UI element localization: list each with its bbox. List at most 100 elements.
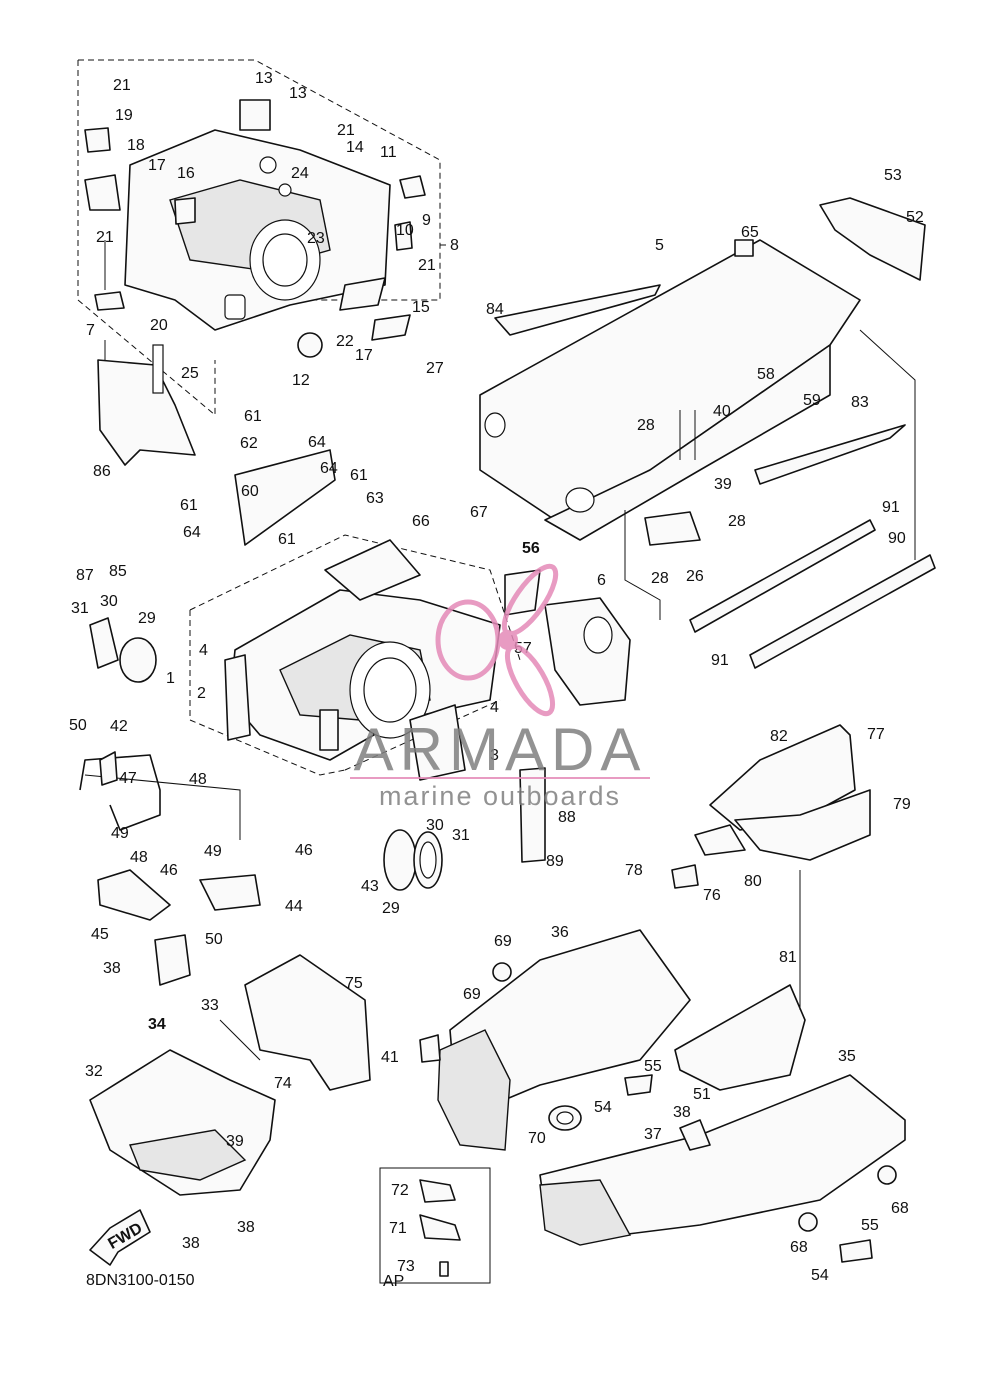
callout-55: 55 (644, 1058, 662, 1075)
callout-89: 89 (546, 853, 564, 870)
callout-66: 66 (412, 513, 430, 530)
callout-79: 79 (893, 796, 911, 813)
fwd-arrow: FWD (89, 1209, 151, 1266)
callout-50: 50 (205, 931, 223, 948)
callout-3: 3 (490, 747, 499, 764)
callout-28: 28 (651, 570, 669, 587)
callout-39: 39 (714, 476, 732, 493)
callout-71: 71 (389, 1220, 407, 1237)
callout-87: 87 (76, 567, 94, 584)
propeller-logo-icon (435, 563, 559, 717)
callout-13: 13 (255, 70, 273, 87)
callout-61: 61 (244, 408, 262, 425)
callout-43: 43 (361, 878, 379, 895)
watermark: ARMADA marine outboards (350, 563, 650, 811)
callout-27: 27 (426, 360, 444, 377)
callout-70: 70 (528, 1130, 546, 1147)
callout-4: 4 (199, 642, 208, 659)
callout-58: 58 (757, 366, 775, 383)
left-parts-group (79, 617, 261, 986)
callout-67: 67 (470, 504, 488, 521)
callout-10: 10 (396, 222, 414, 239)
bracket-7-group (97, 340, 196, 466)
callout-64: 64 (320, 460, 338, 477)
callout-34: 34 (148, 1016, 166, 1033)
callout-56: 56 (522, 540, 540, 557)
callout-83: 83 (851, 394, 869, 411)
callout-49: 49 (111, 825, 129, 842)
callout-91: 91 (882, 499, 900, 516)
callout-21: 21 (96, 229, 114, 246)
callout-1: 1 (166, 670, 175, 687)
callout-7: 7 (86, 322, 95, 339)
callout-24: 24 (291, 165, 309, 182)
callout-17: 17 (355, 347, 373, 364)
ap-label: AP (383, 1273, 404, 1290)
callout-46: 46 (295, 842, 313, 859)
callout-9: 9 (422, 212, 431, 229)
callout-labels: 1 2 3 4 4 5 6 7 8 9 10 11 12 13 13 14 15… (69, 70, 924, 1290)
callout-80: 80 (744, 873, 762, 890)
callout-29: 29 (382, 900, 400, 917)
callout-29: 29 (138, 610, 156, 627)
callout-64: 64 (183, 524, 201, 541)
callout-82: 82 (770, 728, 788, 745)
callout-85: 85 (109, 563, 127, 580)
callout-88: 88 (558, 809, 576, 826)
callout-68: 68 (891, 1200, 909, 1217)
callout-61: 61 (350, 467, 368, 484)
callout-38: 38 (103, 960, 121, 977)
callout-19: 19 (115, 107, 133, 124)
callout-52: 52 (906, 209, 924, 226)
callout-60: 60 (241, 483, 259, 500)
callout-21: 21 (337, 122, 355, 139)
callout-53: 53 (884, 167, 902, 184)
callout-55: 55 (861, 1217, 879, 1234)
callout-23: 23 (307, 230, 325, 247)
callout-90: 90 (888, 530, 906, 547)
side-panels-group (671, 724, 871, 889)
main-frame-group (189, 449, 631, 781)
callout-68: 68 (790, 1239, 808, 1256)
callout-50: 50 (69, 717, 87, 734)
callout-61: 61 (278, 531, 296, 548)
callout-48: 48 (130, 849, 148, 866)
callout-76: 76 (703, 887, 721, 904)
callout-69: 69 (494, 933, 512, 950)
callout-63: 63 (366, 490, 384, 507)
callout-14: 14 (346, 139, 364, 156)
callout-41: 41 (381, 1049, 399, 1066)
callout-86: 86 (93, 463, 111, 480)
callout-6: 6 (597, 572, 606, 589)
callout-46: 46 (160, 862, 178, 879)
callout-18: 18 (127, 137, 145, 154)
callout-72: 72 (391, 1182, 409, 1199)
callout-20: 20 (150, 317, 168, 334)
callout-69: 69 (463, 986, 481, 1003)
callout-81: 81 (779, 949, 797, 966)
callout-32: 32 (85, 1063, 103, 1080)
lower-panels-group (419, 870, 906, 1263)
callout-17: 17 (148, 157, 166, 174)
callout-4: 4 (490, 699, 499, 716)
callout-38: 38 (673, 1104, 691, 1121)
callout-54: 54 (594, 1099, 612, 1116)
callout-2: 2 (197, 685, 206, 702)
callout-22: 22 (336, 333, 354, 350)
callout-74: 74 (274, 1075, 292, 1092)
callout-38: 38 (237, 1219, 255, 1236)
callout-39: 39 (226, 1133, 244, 1150)
callout-35: 35 (838, 1048, 856, 1065)
front-frame-group (77, 59, 448, 417)
ap-box (379, 1167, 491, 1284)
callout-75: 75 (345, 975, 363, 992)
callout-51: 51 (693, 1086, 711, 1103)
callout-54: 54 (811, 1267, 829, 1284)
callout-36: 36 (551, 924, 569, 941)
callout-42: 42 (110, 718, 128, 735)
callout-28: 28 (637, 417, 655, 434)
callout-21: 21 (418, 257, 436, 274)
callout-30: 30 (100, 593, 118, 610)
callout-28: 28 (728, 513, 746, 530)
